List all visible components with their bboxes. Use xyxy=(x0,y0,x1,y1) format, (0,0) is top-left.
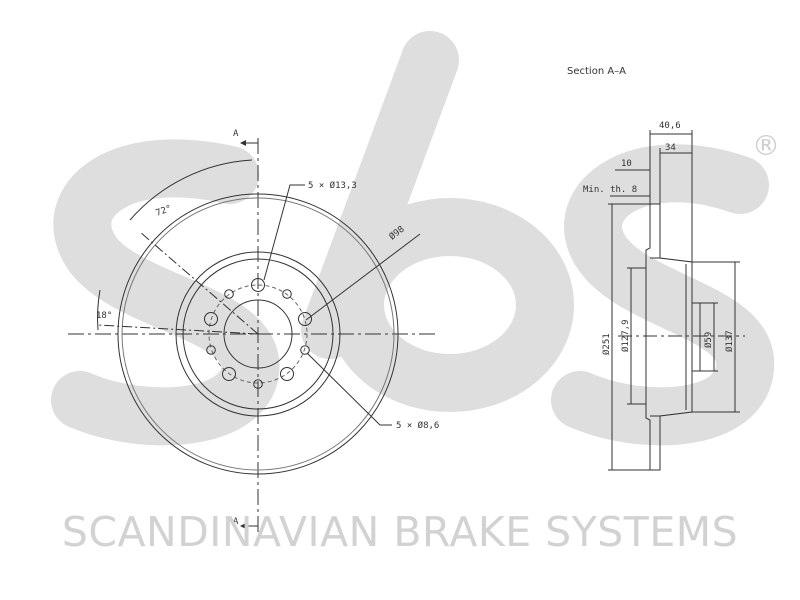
dia-59: Ø59 xyxy=(703,332,714,348)
bolt-hole xyxy=(298,312,312,326)
sbs-watermark-logo xyxy=(51,31,775,446)
angle-72-label: 72° xyxy=(155,204,174,219)
bolt-hole xyxy=(280,367,294,381)
hub-circle-outer xyxy=(175,251,341,417)
angle-18-arc xyxy=(97,289,101,331)
front-view xyxy=(68,138,438,532)
bolt-hole xyxy=(222,367,236,381)
brand-footer-name: SCANDINAVIAN BRAKE SYSTEMS xyxy=(61,508,739,556)
dia-137: Ø137 xyxy=(724,330,735,352)
angle-72-arc xyxy=(129,159,253,221)
disc-outer-circle-inner xyxy=(121,197,395,471)
small-holes-leader xyxy=(306,352,392,426)
section-marker-bottom: A xyxy=(233,517,239,527)
dia-251: Ø251 xyxy=(601,333,612,355)
dim-10: 10 xyxy=(621,159,632,169)
disc-outer-circle xyxy=(117,193,399,475)
hub-circle-inner xyxy=(182,258,334,410)
section-view xyxy=(608,130,745,471)
section-marker-top: A xyxy=(233,129,239,139)
small-holes-label: 5 × Ø8,6 xyxy=(396,420,439,431)
pcd-circle xyxy=(208,284,308,384)
bolt-hole xyxy=(204,312,218,326)
dia-127-9: Ø127,9 xyxy=(620,319,631,352)
small-hole xyxy=(253,379,263,389)
small-hole xyxy=(282,289,292,299)
bolt-holes xyxy=(204,278,312,381)
bolt-hole xyxy=(251,278,265,292)
pcd-leader xyxy=(305,233,421,321)
center-bore-circle xyxy=(223,299,293,369)
small-holes xyxy=(206,289,310,389)
bolt-holes-leader xyxy=(263,184,305,281)
small-hole xyxy=(300,345,310,355)
small-hole xyxy=(224,289,234,299)
bolt-holes-label: 5 × Ø13,3 xyxy=(308,180,357,191)
angle-18-label: 18° xyxy=(96,311,112,321)
dim-34: 34 xyxy=(665,143,676,153)
small-hole xyxy=(206,345,216,355)
registered-mark: ® xyxy=(752,129,780,162)
min-thickness: Min. th. 8 xyxy=(583,185,637,195)
dim-40-6: 40,6 xyxy=(659,121,681,131)
section-title: Section A–A xyxy=(567,66,626,77)
